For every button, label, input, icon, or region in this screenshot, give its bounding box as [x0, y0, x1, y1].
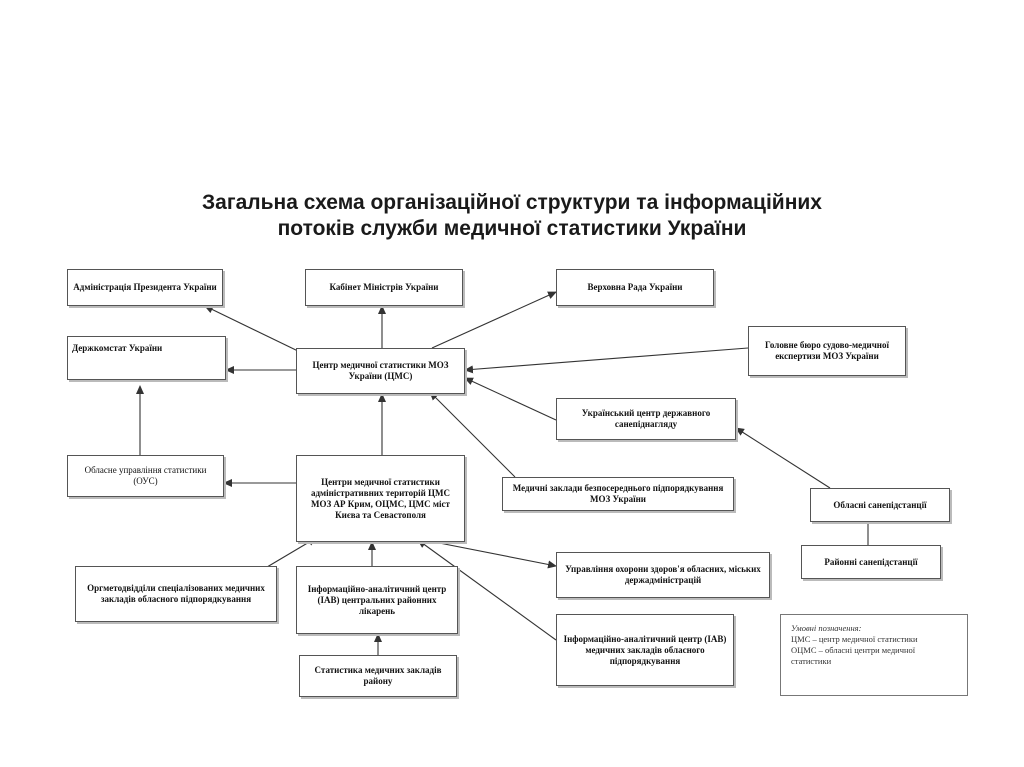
arrow-oblast-sanepid-to-sanepid-center [735, 427, 831, 489]
node-oblast-stat: Обласне управління статистики (ОУС) [67, 455, 224, 497]
node-health-departments: Управління охорони здоров'я обласних, мі… [556, 552, 770, 598]
node-specialized-depts: Оргметодвідділи спеціалізованих медичних… [75, 566, 277, 622]
node-forensic-bureau: Головне бюро судово-медичної експертизи … [748, 326, 906, 376]
arrow-forensic-to-cms [464, 347, 749, 374]
node-direct-subordination: Медичні заклади безпосереднього підпоряд… [502, 477, 734, 511]
node-verkhovna-rada: Верховна Рада України [556, 269, 714, 306]
node-oblast-sanepid: Обласні санепідстанції [810, 488, 950, 522]
legend-box: Умовні позначення: ЦМС – центр медичної … [780, 614, 968, 696]
arrow-iac-oblast-to-regional-cms [417, 539, 557, 641]
diagram-title-line-1: Загальна схема організаційної структури … [202, 191, 822, 214]
node-cabinet: Кабінет Міністрів України [305, 269, 463, 306]
arrow-specialized-to-regional-cms [261, 537, 317, 571]
node-derzhkomstat: Держкомстат України [67, 336, 226, 380]
arrow-sanepid-center-to-cms [464, 377, 557, 421]
diagram-title-line-2: потоків служби медичної статистики Украї… [277, 217, 747, 240]
node-iac-oblast: Інформаційно-аналітичний центр (ІАВ) мед… [556, 614, 734, 686]
node-iac-central-hospitals: Інформаційно-аналітичний центр (ІАВ) цен… [296, 566, 458, 634]
node-sanepid-center: Український центр державного санепіднагл… [556, 398, 736, 440]
legend-item-cms: ЦМС – центр медичної статистики [791, 634, 918, 644]
node-district-sanepid: Районні санепідстанції [801, 545, 941, 579]
legend-heading: Умовні позначення: [791, 623, 862, 633]
legend-item-ocms: ОЦМС – обласні центри медичної статистик… [791, 645, 916, 666]
arrow-regional-cms-to-health-departments [423, 539, 557, 569]
arrow-cms-to-verkhovna-rada [431, 291, 557, 349]
node-district-statistics: Статистика медичних закладів району [299, 655, 457, 697]
node-cms-moz: Центр медичної статистики МОЗ України (Ц… [296, 348, 465, 394]
node-admin-president: Адміністрація Президента України [67, 269, 223, 306]
node-regional-cms: Центри медичної статистики адміністратив… [296, 455, 465, 542]
arrow-cms-to-admin-president [204, 305, 301, 353]
arrow-direct-subordination-to-cms [429, 391, 516, 478]
